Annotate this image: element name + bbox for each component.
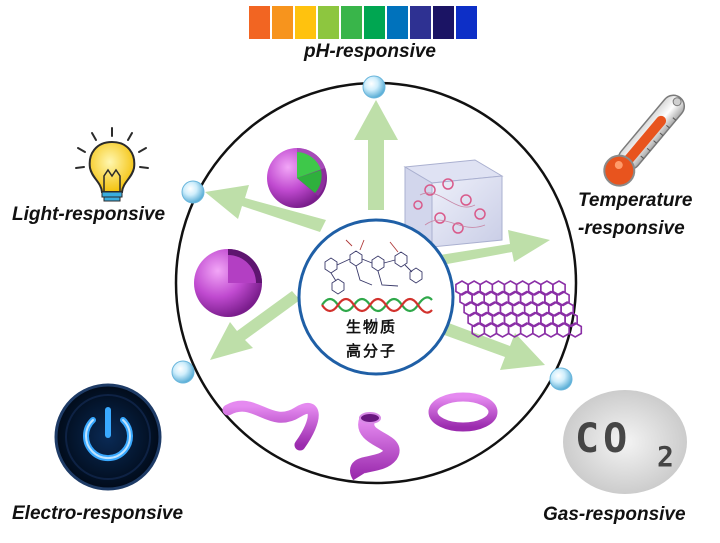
- arrow-up: [354, 100, 398, 210]
- hex-cell: [552, 280, 566, 296]
- hex-cell: [495, 322, 510, 338]
- ph-swatch: [341, 6, 362, 39]
- co2-text: CO: [575, 416, 632, 462]
- node-gas: [549, 367, 573, 391]
- ph-swatch: [318, 6, 339, 39]
- arrows: [205, 100, 550, 370]
- ph-swatch: [456, 6, 477, 39]
- center-text-line2: 高分子: [346, 342, 398, 360]
- gas-disc: [563, 390, 687, 494]
- hex-cell: [455, 280, 469, 296]
- center-circle: [297, 218, 455, 376]
- curved-rod: [222, 400, 319, 451]
- co2-label: CO 2: [575, 416, 685, 473]
- ph-swatch: [272, 6, 293, 39]
- hex-cell: [556, 290, 570, 307]
- label-light-responsive: Light-responsive: [12, 204, 166, 225]
- co2-subscript: 2: [657, 440, 674, 473]
- arrow-lower-right: [425, 316, 545, 370]
- hex-cell: [556, 322, 571, 338]
- ph-swatch: [295, 6, 316, 39]
- label-electro-responsive: Electro-responsive: [12, 503, 184, 524]
- hex-cell: [483, 322, 498, 338]
- hex-cell: [519, 322, 534, 338]
- light-bulb-icon: [75, 127, 149, 202]
- hex-cell: [531, 322, 546, 338]
- arrow-left: [210, 291, 300, 360]
- hex-cell: [564, 311, 579, 328]
- node-ph: [362, 75, 386, 99]
- thermometer-icon: [603, 94, 686, 187]
- hydrogel-cube: [403, 159, 504, 248]
- label-temperature-line1: Temperature: [578, 190, 693, 211]
- hex-cell: [568, 322, 583, 338]
- arrow-upper-left: [205, 185, 326, 232]
- power-button-icon: [54, 383, 162, 491]
- molecule-structure: [324, 239, 423, 295]
- hexagonal-sheet: [455, 280, 583, 338]
- core-shell-sphere: [267, 148, 327, 208]
- arrow-right: [440, 230, 550, 265]
- hex-cell: [467, 311, 482, 328]
- label-ph-responsive: pH-responsive: [304, 41, 436, 62]
- label-temperature-line2: -responsive: [578, 218, 685, 239]
- ph-swatch: [387, 6, 408, 39]
- double-helix: [321, 296, 433, 314]
- hex-cell: [459, 290, 473, 307]
- hex-cell: [463, 301, 478, 317]
- node-electro: [171, 360, 195, 384]
- ph-swatch: [433, 6, 454, 39]
- hollow-sphere: [194, 249, 262, 317]
- hollow-tube: [350, 412, 400, 481]
- center-text-line1: 生物质: [346, 318, 398, 336]
- ph-swatch: [410, 6, 431, 39]
- label-gas-responsive: Gas-responsive: [543, 504, 686, 525]
- node-light: [181, 180, 205, 204]
- ph-swatch: [364, 6, 385, 39]
- torus-ring: [428, 392, 498, 432]
- hex-cell: [560, 301, 575, 317]
- hex-cell: [544, 322, 558, 338]
- ph-swatch: [249, 6, 270, 39]
